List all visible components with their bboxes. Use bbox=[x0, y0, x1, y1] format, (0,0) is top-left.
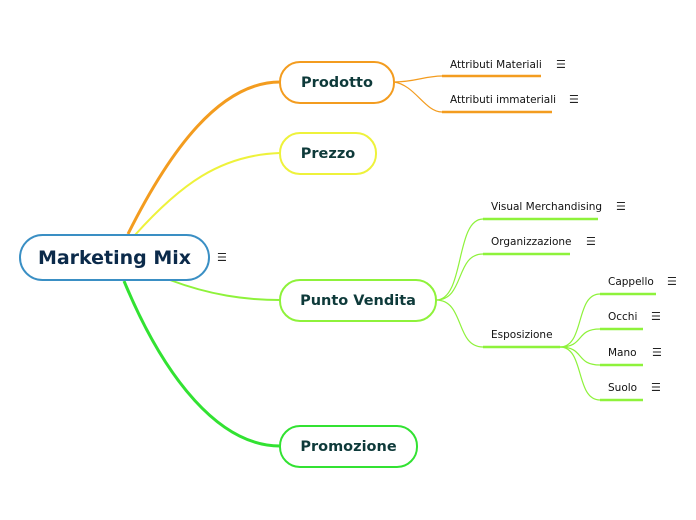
notes-icon[interactable]: ☰ bbox=[586, 235, 596, 248]
connector-esp-occhi bbox=[559, 328, 601, 348]
notes-icon[interactable]: ☰ bbox=[217, 251, 227, 264]
leaf-cappello[interactable]: Cappello bbox=[608, 276, 654, 288]
notes-icon[interactable]: ☰ bbox=[652, 346, 662, 359]
node-promozione-label: Promozione bbox=[300, 438, 397, 455]
node-punto-vendita[interactable]: Punto Vendita bbox=[279, 279, 437, 322]
notes-icon[interactable]: ☰ bbox=[651, 310, 661, 323]
connector-prodotto-attr-mat bbox=[393, 75, 443, 83]
leaf-attributi-materiali[interactable]: Attributi Materiali bbox=[450, 59, 542, 71]
notes-icon[interactable]: ☰ bbox=[616, 200, 626, 213]
leaf-attributi-immateriali[interactable]: Attributi immateriali bbox=[450, 94, 557, 106]
node-punto-vendita-label: Punto Vendita bbox=[300, 292, 416, 309]
connector-root-prezzo bbox=[134, 152, 281, 236]
node-promozione[interactable]: Promozione bbox=[279, 425, 418, 468]
root-label: Marketing Mix bbox=[37, 246, 192, 269]
connector-esp-suolo bbox=[559, 346, 601, 401]
leaf-visual-merchandising[interactable]: Visual Merchandising bbox=[491, 201, 603, 213]
root-node-marketing-mix[interactable]: Marketing Mix bbox=[19, 234, 210, 281]
leaf-occhi[interactable]: Occhi bbox=[608, 311, 638, 323]
connector-esp-cappello bbox=[559, 293, 601, 348]
notes-icon[interactable]: ☰ bbox=[569, 93, 579, 106]
notes-icon[interactable]: ☰ bbox=[556, 58, 566, 71]
node-prezzo[interactable]: Prezzo bbox=[279, 132, 377, 175]
notes-icon[interactable]: ☰ bbox=[667, 275, 677, 288]
leaf-organizzazione[interactable]: Organizzazione bbox=[491, 236, 572, 248]
connector-root-prodotto bbox=[126, 80, 281, 235]
connector-prodotto-attr-imm bbox=[393, 81, 443, 113]
notes-icon[interactable]: ☰ bbox=[651, 381, 661, 394]
connector-pv-esposizione bbox=[435, 299, 484, 348]
connector-esp-mano bbox=[559, 346, 601, 366]
connector-pv-visual bbox=[435, 218, 484, 301]
node-prezzo-label: Prezzo bbox=[300, 145, 356, 162]
leaf-mano[interactable]: Mano bbox=[608, 347, 637, 359]
connector-root-promozione bbox=[122, 280, 281, 448]
leaf-esposizione[interactable]: Esposizione bbox=[491, 329, 553, 341]
node-prodotto-label: Prodotto bbox=[301, 74, 373, 91]
leaf-suolo[interactable]: Suolo bbox=[608, 382, 638, 394]
connector-pv-organizzazione bbox=[435, 253, 484, 301]
connector-root-punto-vendita bbox=[169, 279, 281, 301]
node-prodotto[interactable]: Prodotto bbox=[279, 61, 395, 104]
